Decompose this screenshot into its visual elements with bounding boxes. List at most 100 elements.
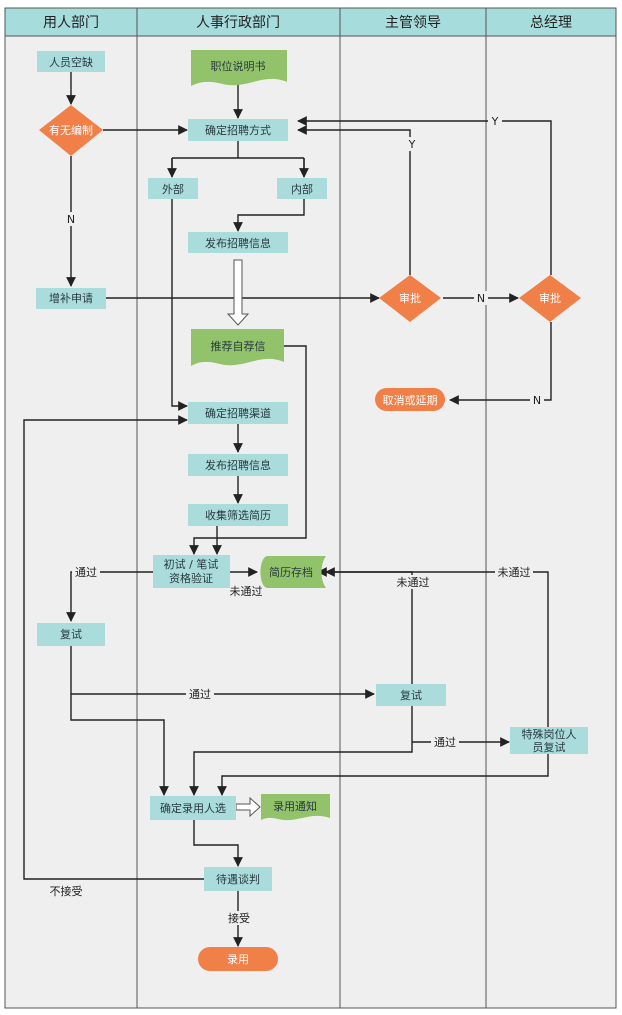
edge-labels: N Y Y N N 通过 未通过 未通过 未通过 通过 通过 不接受 接受 xyxy=(50,114,544,925)
box-determine-hire-label: 确定录用人选 xyxy=(160,801,226,815)
label-bg-accept xyxy=(225,911,253,925)
label-fail-center: 未通过 xyxy=(230,585,263,598)
box-reexam-dept-label: 复试 xyxy=(60,627,82,641)
edge-supervisor-hire xyxy=(189,706,413,796)
doc-resume-archive xyxy=(260,556,326,588)
label-y-gm: Y xyxy=(491,115,499,128)
edge-special-hire xyxy=(217,754,549,796)
doc-self-recommendation xyxy=(191,329,284,366)
label-pass-mid: 通过 xyxy=(189,688,211,701)
terminal-hired xyxy=(198,947,278,971)
doc-hire-notice xyxy=(261,794,330,821)
label-bg-n-supervisor xyxy=(474,291,488,305)
diamond-approve-gm-label: 审批 xyxy=(539,291,561,305)
terminal-cancel-delay-label: 取消或延期 xyxy=(383,393,438,407)
edge-reexam-hire xyxy=(70,694,169,796)
box-publish-2 xyxy=(188,454,288,476)
lane-title-employing-dept: 用人部门 xyxy=(43,15,99,31)
box-external-label: 外部 xyxy=(162,182,184,196)
lane-header-bar xyxy=(4,7,617,37)
box-publish-2-label: 发布招聘信息 xyxy=(205,458,271,472)
lane-title-hr-admin: 人事行政部门 xyxy=(196,15,280,31)
label-bg-y-supervisor xyxy=(405,137,419,151)
box-reexam-supervisor-label: 复试 xyxy=(400,688,422,702)
edge-selfrec-initial xyxy=(189,345,307,555)
label-pass-left: 通过 xyxy=(75,566,97,579)
label-bg-n-gm xyxy=(530,393,544,407)
diamond-approve-supervisor xyxy=(379,275,441,322)
doc-resume-archive-label: 简历存档 xyxy=(269,565,313,579)
terminal-hired-label: 录用 xyxy=(227,953,249,966)
edge-hire-negotiation xyxy=(193,820,243,867)
edge-gm-no xyxy=(449,322,552,405)
doc-job-description xyxy=(191,50,287,86)
connectors xyxy=(23,72,552,947)
label-bg-pass-mid xyxy=(186,687,214,701)
doc-self-recommendation-label: 推荐自荐信 xyxy=(211,339,266,353)
box-publish-1-label: 发布招聘信息 xyxy=(205,236,271,250)
diamond-has-quota xyxy=(39,105,103,156)
label-n-quota: N xyxy=(67,213,75,226)
box-reexam-supervisor xyxy=(376,684,446,706)
label-bg-fail-gm xyxy=(495,565,533,579)
label-bg-n-quota xyxy=(64,212,78,226)
edge-supervisor-yes xyxy=(297,125,411,275)
label-not-accept: 不接受 xyxy=(50,885,83,898)
box-vacancy-label: 人员空缺 xyxy=(49,55,93,69)
edge-external-channel xyxy=(171,199,188,411)
box-supplement-label: 增补申请 xyxy=(49,291,93,305)
box-publish-1 xyxy=(188,232,288,253)
edge-special-fail xyxy=(317,567,549,727)
box-supplement xyxy=(36,288,106,309)
diamond-has-quota-label: 有无编制 xyxy=(49,123,93,137)
box-determine-channel-label: 确定招聘渠道 xyxy=(205,406,271,420)
label-bg-pass-right xyxy=(431,735,459,749)
edge-initial-reexam xyxy=(66,571,153,622)
label-bg-y-gm xyxy=(488,114,502,128)
box-internal xyxy=(277,178,327,199)
box-collect-label: 收集筛选简历 xyxy=(205,508,271,522)
label-bg-pass-left xyxy=(72,565,100,579)
label-fail-supervisor: 未通过 xyxy=(397,576,430,589)
box-determine-method-label: 确定招聘方式 xyxy=(205,123,271,137)
label-y-supervisor: Y xyxy=(408,138,416,151)
edge-internal-publish xyxy=(233,199,305,232)
diamond-approve-gm xyxy=(519,275,581,322)
lane-title-general-manager: 总经理 xyxy=(530,15,572,31)
label-bg-fail-supervisor xyxy=(394,575,432,589)
hollow-arrow-down xyxy=(226,259,250,326)
box-initial-test-line1: 初试 / 笔试 xyxy=(164,557,219,571)
box-determine-channel xyxy=(188,402,288,424)
box-vacancy xyxy=(37,51,105,72)
label-accept: 接受 xyxy=(228,912,250,925)
box-negotiation-label: 待遇谈判 xyxy=(216,872,260,886)
box-negotiation xyxy=(204,867,272,891)
label-n-gm: N xyxy=(533,394,541,407)
box-initial-test-line2: 资格验证 xyxy=(169,571,213,585)
label-pass-right: 通过 xyxy=(434,736,456,749)
process-boxes: 人员空缺 增补申请 确定招聘方式 外部 内部 发布招聘信息 确定招聘渠道 发布招… xyxy=(36,51,588,891)
edge-method-split xyxy=(171,141,305,176)
doc-job-description-label: 职位说明书 xyxy=(211,59,266,73)
edge-gm-yes xyxy=(297,116,552,275)
box-initial-test xyxy=(153,555,230,588)
swimlanes: 用人部门 人事行政部门 主管领导 总经理 xyxy=(4,7,617,1009)
lane-title-supervisor: 主管领导 xyxy=(385,15,441,31)
document-shapes: 职位说明书 推荐自荐信 简历存档 录用通知 xyxy=(191,50,330,821)
label-n-supervisor: N xyxy=(477,292,485,305)
hollow-arrows xyxy=(226,259,261,818)
box-special-line2: 员复试 xyxy=(533,740,566,754)
box-determine-method xyxy=(188,119,288,141)
label-fail-gm: 未通过 xyxy=(498,566,531,579)
edge-negotiation-reject xyxy=(23,415,204,880)
box-reexam-dept xyxy=(37,623,105,646)
terminals: 取消或延期 录用 xyxy=(198,388,445,971)
terminal-cancel-delay xyxy=(375,388,445,411)
box-special xyxy=(510,727,588,754)
box-special-line1: 特殊岗位人 xyxy=(522,727,577,741)
box-determine-hire xyxy=(150,796,236,820)
lane-frame xyxy=(4,7,617,1009)
diamond-approve-supervisor-label: 审批 xyxy=(399,291,421,305)
